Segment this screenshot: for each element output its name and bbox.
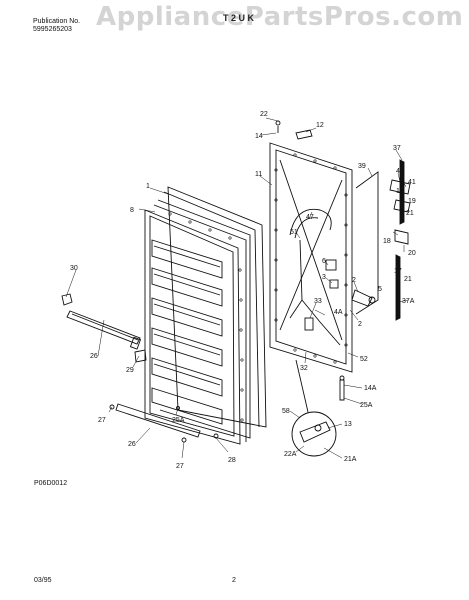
callout-22A: 22A [284, 451, 297, 458]
callout-27: 27 [98, 417, 106, 424]
lamp-detail [291, 359, 337, 457]
callout-13: 13 [344, 421, 352, 428]
callout-25A-right: 25A [360, 402, 373, 409]
callout-25A: 25A [172, 417, 185, 424]
callout-32: 32 [300, 365, 308, 372]
callout-12: 12 [316, 122, 324, 129]
callout-14A: 14A [364, 385, 377, 392]
callout-1: 1 [146, 183, 150, 190]
callout-11: 11 [255, 171, 262, 178]
callout-19: 19 [408, 198, 416, 205]
callout-21A: 21A [344, 456, 357, 463]
callout-47: 47 [306, 214, 314, 221]
model-number: T 2 U K [223, 13, 255, 23]
publication-number: 5995265203 [33, 26, 72, 33]
door-liner [144, 186, 267, 445]
watermark: AppliancePartsPros.com [96, 2, 464, 32]
door-handle-upper [61, 293, 147, 363]
callout-28: 28 [228, 457, 236, 464]
callout-37A: 37A [402, 298, 415, 305]
callout-4A: 4A [334, 309, 343, 316]
callout-42: 42 [396, 168, 404, 175]
callout-18: 18 [383, 238, 391, 245]
callout-14: 14 [255, 133, 263, 140]
hinge-strip [339, 159, 411, 401]
publication-label: Publication No. [33, 18, 81, 25]
callout-52: 52 [360, 356, 368, 363]
callout-41: 41 [408, 179, 416, 186]
callout-2-lower: 2 [358, 321, 362, 328]
callout-3: 3 [322, 274, 326, 281]
callout-8: 8 [130, 207, 134, 214]
door-panel [269, 120, 353, 373]
callout-20: 20 [408, 250, 416, 257]
callout-39: 39 [358, 163, 366, 170]
figure-code: P06D0012 [34, 480, 68, 487]
footer-date: 03/95 [34, 577, 52, 584]
leader-lines [65, 117, 409, 459]
callout-27-lower: 27 [176, 463, 184, 470]
part-callouts: 1 8 30 26 29 27 25A 26 27 28 22 14 12 11… [70, 111, 416, 470]
callout-21-lower: 21 [404, 276, 412, 283]
callout-33: 33 [314, 298, 322, 305]
callout-22: 22 [260, 111, 268, 118]
callout-37: 37 [393, 145, 401, 152]
callout-6: 6 [322, 258, 326, 265]
callout-26: 26 [90, 353, 98, 360]
callout-29: 29 [126, 367, 134, 374]
callout-17: 17 [396, 188, 404, 195]
page-number: 2 [232, 577, 236, 584]
callout-21: 21 [406, 210, 414, 217]
callout-58: 58 [282, 408, 290, 415]
callout-26-lower: 26 [128, 441, 136, 448]
callout-30: 30 [70, 265, 78, 272]
callout-5: 5 [378, 286, 382, 293]
callout-2: 2 [352, 277, 356, 284]
callout-17-lower: 17 [394, 268, 402, 275]
callout-51: 51 [290, 229, 298, 236]
